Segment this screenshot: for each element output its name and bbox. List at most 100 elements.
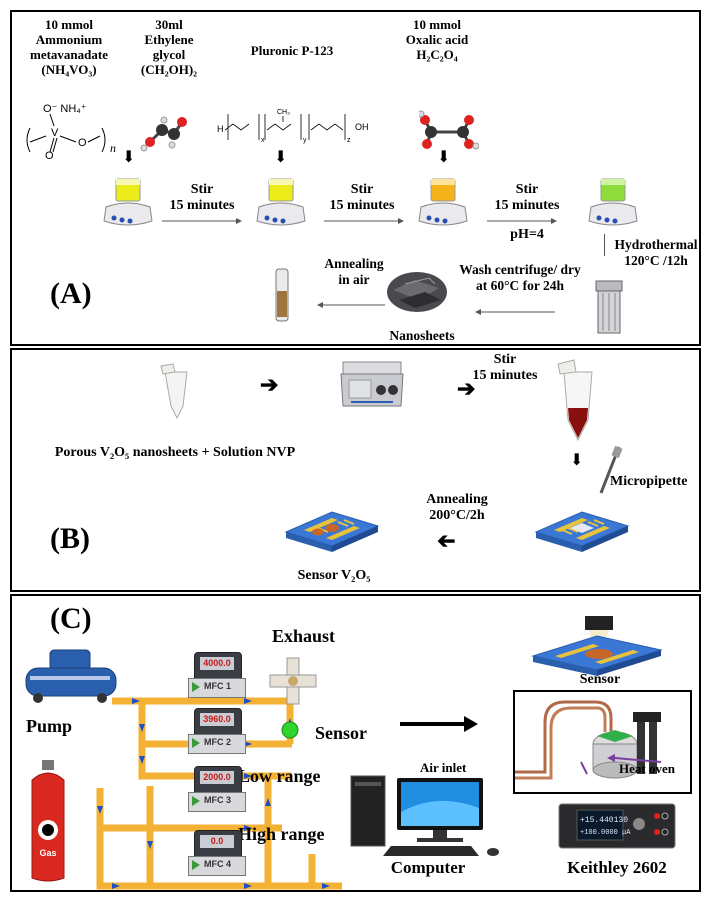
process-arrow-left xyxy=(317,302,385,308)
y-text: y xyxy=(303,137,307,144)
mfc-body xyxy=(188,792,246,812)
sensor-probe-icon xyxy=(531,616,663,676)
reagent2-line4: (CH₂OH)₂ xyxy=(140,61,198,77)
down-arrow-icon: ⬇ xyxy=(570,452,584,469)
keithley-label: Keithley 2602 xyxy=(567,858,667,877)
panel-a-label: (A) xyxy=(50,277,92,310)
annealing-b-line1: Annealing xyxy=(426,492,488,507)
stir3-line1: Stir xyxy=(515,182,539,197)
magnetic-stirrer-green-icon xyxy=(588,178,638,226)
mfc-body xyxy=(188,734,246,754)
gas-cylinder-icon: Gas xyxy=(31,760,65,882)
stir-step-1: Stir 15 minutes xyxy=(152,182,252,214)
computer-icon xyxy=(350,775,499,856)
stir3-line2: 15 minutes xyxy=(494,198,560,214)
air-inlet-text: Air inlet xyxy=(420,760,467,775)
reagent2-line2: Ethylene xyxy=(144,31,194,47)
reagent4-line1: 10 mmol xyxy=(412,17,462,32)
wash-label: Wash centrifuge/ dry at 60°C for 24h xyxy=(450,262,590,293)
sensor-substrate-right-icon xyxy=(534,511,630,552)
down-arrow-icon: ⬇ xyxy=(437,149,451,166)
panel-b-label: (B) xyxy=(50,522,90,555)
keithley-display-line2: +100.0000 μA xyxy=(580,829,631,837)
right-arrow-icon: ➔ xyxy=(260,372,279,397)
stir-b-line1: Stir xyxy=(493,352,517,367)
nanosheets-label: Nanosheets xyxy=(389,328,455,343)
hydrothermal-label: Hydrothermal 120°C /12h xyxy=(608,237,704,268)
sensor-top-label: Sensor xyxy=(579,672,621,687)
hydrothermal-line2: 120°C /12h xyxy=(624,252,688,268)
v-text: V xyxy=(51,127,59,139)
play-icon xyxy=(192,860,200,870)
annealing-label-b: Annealing 200°C/2h xyxy=(412,492,502,524)
reagent4-line3: H₂C₂O₄ xyxy=(416,46,458,62)
magnetic-stirrer-yellow-icon xyxy=(256,178,306,226)
play-icon xyxy=(192,738,200,748)
annealing-line1: Annealing xyxy=(324,256,384,271)
magnetic-stirrer-orange-icon xyxy=(418,178,468,226)
autoclave-icon xyxy=(595,280,623,334)
ammonium-metavanadate-structure: O⁻ NH₄⁺ V O O n xyxy=(26,103,116,160)
z-text: z xyxy=(347,137,351,144)
panel-c-label: (C) xyxy=(50,602,92,635)
mfc-name: MFC 1 xyxy=(204,681,231,691)
eppendorf-tube-filled-icon xyxy=(557,359,593,442)
mfc-name: MFC 3 xyxy=(204,795,231,805)
ch3-text: CH₃ xyxy=(277,109,290,116)
annealing-air-label: Annealing in air xyxy=(314,256,394,287)
wash-line1: Wash centrifuge/ dry xyxy=(459,262,581,277)
sample-vial-icon xyxy=(275,268,289,322)
play-icon xyxy=(192,682,200,692)
reagent1-line3: metavanadate xyxy=(30,46,108,62)
panel-a: (A) 10 mmol Ammonium metavanadate (NH₄VO… xyxy=(10,10,701,346)
reagent4-line2: Oxalic acid xyxy=(405,31,469,47)
annealing-b-line2: 200°C/2h xyxy=(429,508,485,524)
play-icon xyxy=(192,796,200,806)
pump-icon xyxy=(25,649,117,703)
reagent2-line1: 30ml xyxy=(155,17,183,32)
eppendorf-tube-empty-icon xyxy=(160,363,188,420)
right-arrow-icon xyxy=(400,722,468,726)
stir-step-3: Stir 15 minutes xyxy=(477,182,577,214)
gas-text: Gas xyxy=(39,848,56,858)
ethylene-glycol-molecule-icon xyxy=(140,116,187,152)
cross-valve-icon xyxy=(269,657,317,705)
stir2-line1: Stir xyxy=(350,182,374,197)
process-arrow xyxy=(162,218,242,224)
heater-assembly-icon xyxy=(515,700,662,780)
down-arrow-icon: ⬇ xyxy=(122,149,136,166)
x-text: x xyxy=(261,137,265,144)
pump-label: Pump xyxy=(26,716,73,736)
annealing-line2: in air xyxy=(338,271,370,287)
heat-oven-box: Heat oven xyxy=(513,690,692,794)
mfc-reading: 2000.0 xyxy=(200,771,234,784)
stir-label-b: Stir 15 minutes xyxy=(460,352,550,384)
left-arrow-icon: ➔ xyxy=(437,528,456,553)
micropipette-label: Micropipette xyxy=(610,474,688,489)
mfc-body xyxy=(188,856,246,876)
keithley-display-line1: +15.440130 xyxy=(580,816,628,825)
low-range-label: Low range xyxy=(238,766,321,786)
mfc-body xyxy=(188,678,246,698)
reagent-oxalic-acid: 10 mmol Oxalic acid H₂C₂O₄ xyxy=(382,17,492,63)
mfc-name: MFC 2 xyxy=(204,737,231,747)
down-arrow-icon: ⬇ xyxy=(274,149,288,166)
wash-line2: at 60°C for 24h xyxy=(475,277,565,293)
reagent1-line4: (NH₄VO₃) xyxy=(41,61,97,77)
vertical-divider xyxy=(604,234,605,256)
panel-b: (B) ➔ Stir 15 minutes ➔ Porous V₂O₅ nano… xyxy=(10,348,701,592)
n-text: n xyxy=(110,141,116,155)
right-arrowhead-icon xyxy=(464,716,478,732)
sensor-flow-label: Sensor xyxy=(315,723,368,743)
process-arrow xyxy=(487,218,557,224)
mfc-reading: 4000.0 xyxy=(200,657,234,670)
exhaust-label: Exhaust xyxy=(272,626,336,646)
keithley-sourcemeter-icon: +15.440130 +100.0000 μA xyxy=(558,803,676,849)
mfc-reading: 3960.0 xyxy=(200,713,234,726)
micropipette-icon xyxy=(599,445,623,494)
process-arrow xyxy=(324,218,404,224)
computer-label: Computer xyxy=(390,858,466,877)
